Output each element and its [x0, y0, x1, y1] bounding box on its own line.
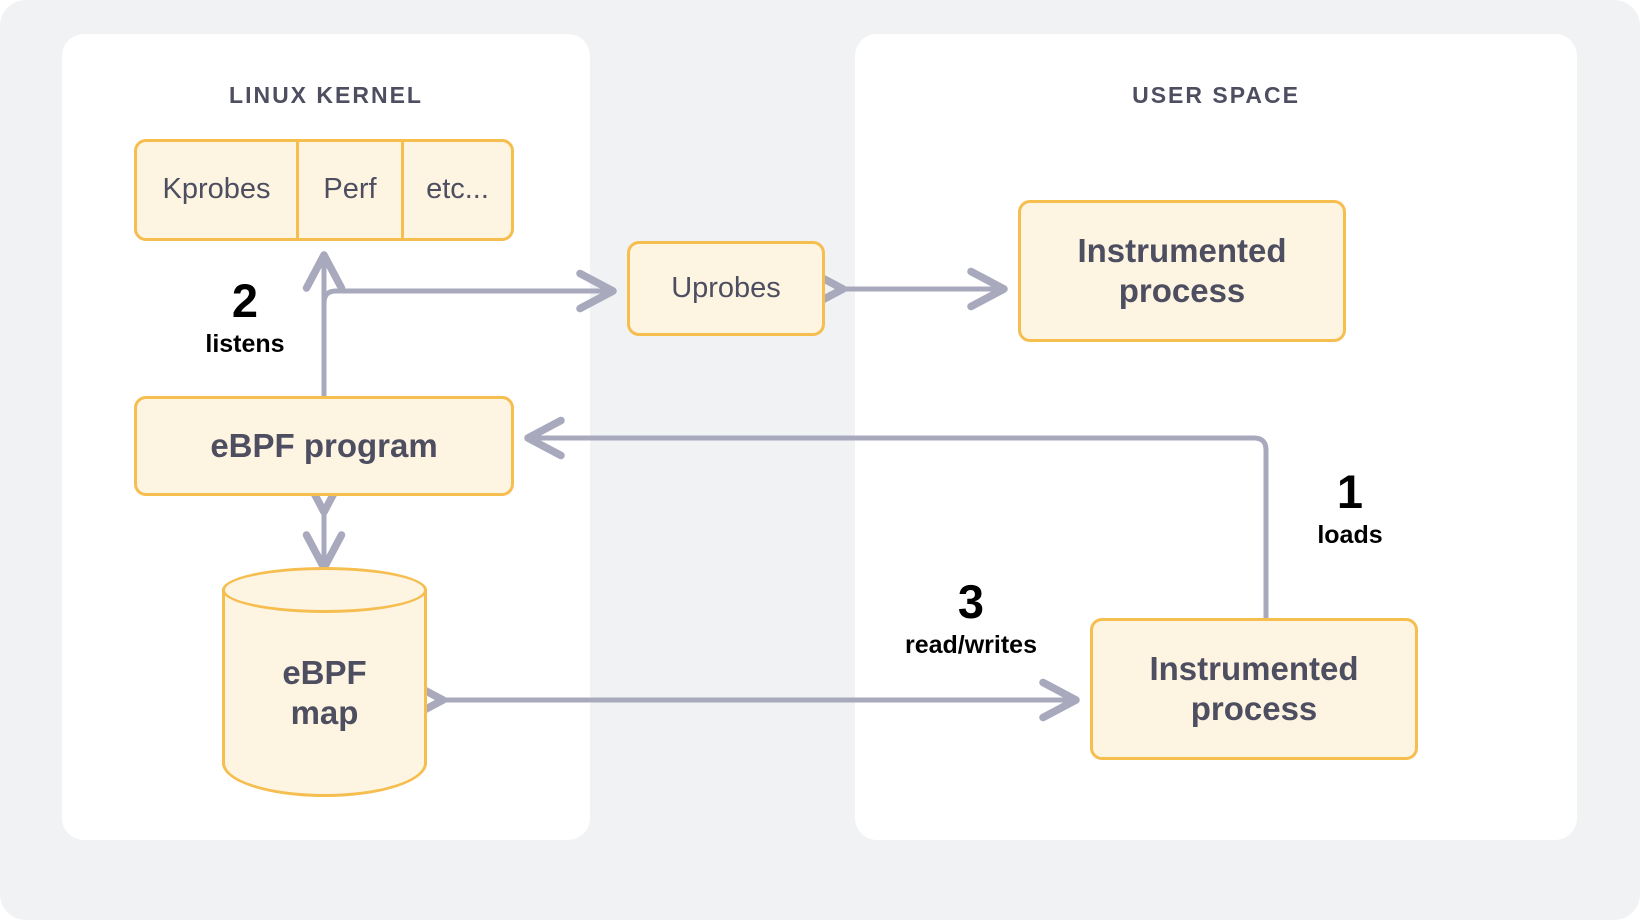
node-ebpf-map-line1: eBPF [282, 653, 367, 691]
node-ebpf-program-label: eBPF program [210, 426, 438, 464]
node-ebpf-map-label: eBPF map [222, 613, 427, 773]
probe-cell-perf[interactable]: Perf [296, 142, 401, 238]
node-ebpf-map[interactable]: eBPF map [222, 567, 427, 797]
node-instrumented-process-bottom-line1: Instrumented [1149, 649, 1359, 687]
probe-cell-etc[interactable]: etc... [401, 142, 511, 238]
step-3-number: 3 [957, 575, 985, 628]
node-instrumented-process-top-line2: process [1118, 272, 1246, 309]
probe-cell-kprobes[interactable]: Kprobes [162, 173, 271, 206]
step-1-caption: loads [1317, 521, 1383, 549]
node-ebpf-map-line2: map [290, 694, 359, 731]
step-label-2-listens: 2 listens [186, 277, 304, 359]
node-instrumented-process-top[interactable]: Instrumented process [1018, 200, 1346, 342]
node-uprobes-label: Uprobes [671, 271, 781, 304]
cylinder-right-edge [424, 589, 427, 765]
node-kernel-probes[interactable]: Kprobes Perf etc... [134, 139, 514, 241]
cylinder-top-ellipse [222, 567, 427, 613]
node-uprobes[interactable]: Uprobes [627, 241, 825, 336]
step-1-number: 1 [1336, 465, 1364, 518]
step-label-3-read-writes: 3 read/writes [876, 578, 1066, 660]
node-ebpf-program[interactable]: eBPF program [134, 396, 514, 496]
step-2-number: 2 [231, 274, 259, 327]
panel-title-user-space: USER SPACE [1132, 82, 1300, 108]
step-3-caption: read/writes [904, 631, 1037, 659]
panel-title-linux-kernel: LINUX KERNEL [229, 82, 423, 108]
node-instrumented-process-bottom[interactable]: Instrumented process [1090, 618, 1418, 760]
cylinder-left-edge [222, 589, 225, 765]
node-instrumented-process-bottom-line2: process [1190, 690, 1318, 727]
step-label-1-loads: 1 loads [1275, 468, 1425, 550]
step-2-caption: listens [205, 330, 285, 358]
node-instrumented-process-top-line1: Instrumented [1077, 231, 1287, 269]
